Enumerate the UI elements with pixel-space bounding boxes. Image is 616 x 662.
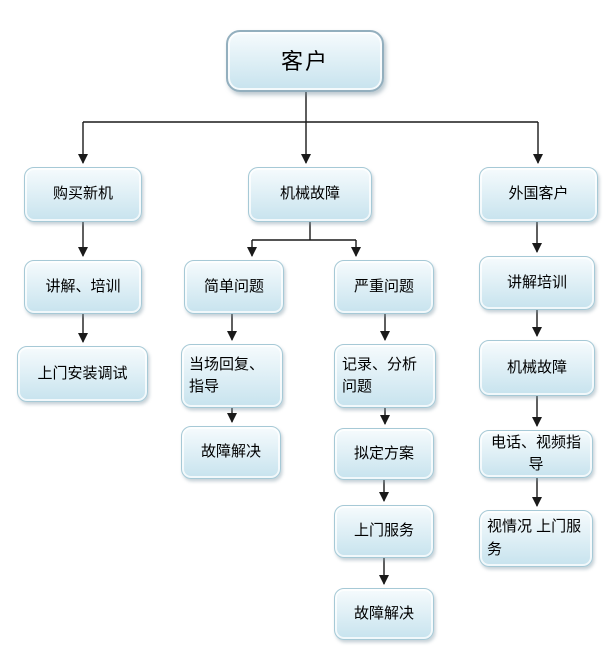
node-label: 购买新机: [52, 185, 113, 203]
node-label: 机械故障: [506, 358, 567, 376]
node-niding-fangan: 拟定方案: [334, 428, 434, 480]
node-label: 故障解决: [200, 443, 261, 461]
node-waiguo-kehu: 外国客户: [479, 167, 598, 222]
node-label: 讲解培训: [506, 273, 567, 291]
node-goumai-xinji: 购买新机: [24, 167, 142, 222]
node-guzhang-jiejue-1: 故障解决: [181, 426, 281, 479]
node-label: 严重问题: [353, 277, 414, 295]
node-label: 上门服务: [353, 522, 414, 540]
node-jixie-guzhang: 机械故障: [248, 167, 372, 222]
node-jiangjie-peixun: 讲解、培训: [24, 260, 142, 314]
node-label: 讲解、培训: [45, 277, 121, 295]
node-dangchang-huifu-zhidao: 当场回复、指导: [181, 344, 283, 408]
node-label: 视情况 上门服务: [487, 518, 582, 558]
node-dianhua-shipin-zhidao: 电话、视频指导: [479, 430, 593, 478]
node-label: 机械故障: [279, 185, 340, 203]
node-label: 故障解决: [353, 604, 414, 622]
node-jiandan-wenti: 简单问题: [184, 260, 284, 314]
node-label: 当场回复、指导: [189, 355, 265, 396]
node-label: 外国客户: [508, 185, 569, 203]
node-shiqingkuang-shangmen-fuwu: 视情况 上门服务: [479, 510, 593, 567]
node-shangmen-fuwu: 上门服务: [334, 505, 434, 558]
node-label: 记录、分析问题: [342, 355, 418, 396]
node-label: 上门安装调试: [37, 364, 128, 382]
node-jilu-fenxi-wenti: 记录、分析问题: [334, 344, 436, 408]
node-label: 简单问题: [203, 277, 264, 295]
node-yanzhong-wenti: 严重问题: [334, 260, 434, 314]
node-jixie-guzhang-2: 机械故障: [479, 340, 595, 396]
node-label: 客户: [280, 48, 329, 74]
node-shangmen-anzhuang-tiaoshi: 上门安装调试: [17, 346, 148, 402]
node-guzhang-jiejue-2: 故障解决: [334, 588, 434, 640]
node-kehu: 客户: [226, 30, 384, 92]
node-label: 电话、视频指导: [490, 433, 581, 474]
node-label: 拟定方案: [353, 444, 414, 462]
node-jiangjie-peixun-2: 讲解培训: [479, 256, 595, 310]
